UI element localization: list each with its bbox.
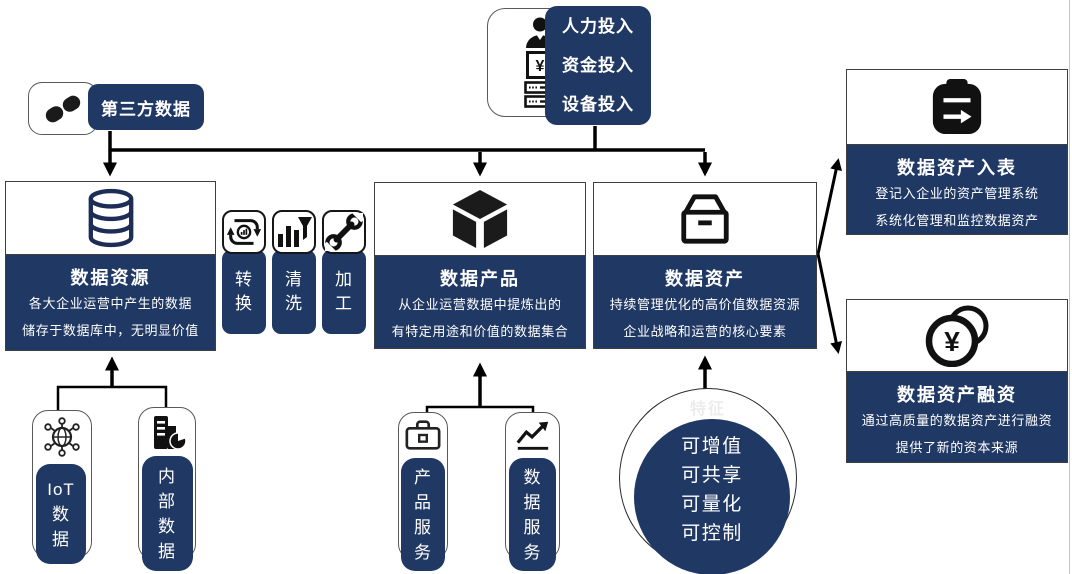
box-line: 有特定用途和价值的数据集合: [391, 324, 569, 339]
process-card-clean: 清 洗: [272, 210, 316, 334]
pill-label-line: 务: [414, 542, 432, 562]
feature-item: 可量化: [681, 494, 743, 515]
pill-label-line: 据: [52, 529, 70, 549]
clipboard-arrow-icon: [932, 79, 982, 135]
yen-symbol: ¥: [536, 58, 545, 75]
yen-symbol: ¥: [944, 326, 960, 357]
yen-coins-icon: ¥: [925, 305, 989, 367]
process-label-char: 洗: [285, 294, 303, 313]
cube-icon: [452, 189, 508, 249]
building-pie-icon: [154, 416, 187, 450]
link-icon: [45, 95, 81, 122]
pill-label-line: 品: [414, 492, 432, 512]
process-label-char: 加: [335, 270, 353, 289]
box-title: 数据资产融资: [897, 385, 1017, 405]
process-card-process: 加 工: [322, 210, 366, 334]
box-asset-ledger: 数据资产入表 登记入企业的资产管理系统 系统化管理和监控数据资产: [846, 69, 1068, 235]
pill-product-services: 产 品 服 务: [398, 412, 448, 571]
slide-right-edge: [1069, 0, 1070, 574]
box-asset-financing: ¥ 数据资产融资 通过高质量的数据资产进行融资 提供了新的资本来源: [846, 299, 1068, 463]
chart-up-icon: [516, 421, 548, 450]
box-title: 数据资产入表: [897, 158, 1017, 178]
box-line: 各大企业运营中产生的数据: [28, 296, 193, 311]
wire-to-ledger: [816, 158, 842, 255]
pill-iot-data: IoT 数 据: [32, 410, 92, 564]
process-card-convert: 转 换: [222, 210, 266, 334]
box-title: 数据产品: [440, 269, 520, 289]
database-icon: [88, 188, 133, 248]
box-line: 储存于数据库中，无明显价值: [22, 323, 199, 338]
pill-label-line: 据: [158, 541, 176, 561]
box-title: 数据资产: [665, 269, 745, 289]
third-party-icon-panel: [28, 82, 98, 135]
pill-label-line: 务: [523, 542, 542, 562]
filter-bars-icon: [278, 217, 312, 247]
box-data-assets: 数据资产 持续管理优化的高价值数据资源 企业战略和运营的核心要素: [593, 182, 817, 349]
feature-item: 可控制: [681, 523, 743, 544]
box-line: 通过高质量的数据资产进行融资: [861, 413, 1053, 428]
box-line: 登记入企业的资产管理系统: [875, 186, 1039, 201]
pill-label-line: 服: [523, 517, 542, 537]
pill-data-services: 数 据 服 务: [505, 412, 560, 571]
third-party-label: 第三方数据: [101, 99, 191, 119]
iot-network-icon: [44, 417, 80, 457]
input-item-human: 人力投入: [562, 17, 634, 36]
box-line: 提供了新的资本来源: [895, 440, 1019, 455]
input-item-equipment: 设备投入: [562, 95, 634, 114]
features-title: 特征: [689, 401, 726, 418]
pill-label-line: 内: [158, 466, 176, 486]
briefcase-icon: [405, 420, 441, 450]
input-item-capital: 资金投入: [562, 56, 634, 75]
wire-to-financing: [816, 253, 843, 354]
pill-label-line: 数: [523, 467, 542, 487]
box-line: 持续管理优化的高价值数据资源: [609, 297, 801, 312]
sync-icon: [226, 219, 262, 245]
third-party-tag: 第三方数据: [88, 84, 204, 130]
box-title: 数据资源: [70, 268, 151, 288]
feature-item: 可共享: [681, 465, 743, 486]
wrench-icon: [325, 213, 363, 251]
box-data-resources: 数据资源 各大企业运营中产生的数据 储存于数据库中，无明显价值: [5, 181, 216, 351]
pill-label-line: 服: [414, 517, 432, 537]
process-label-char: 工: [335, 294, 353, 313]
features-inner-circle: 可增值 可共享 可量化 可控制: [634, 419, 790, 574]
pill-label-line: IoT: [47, 479, 75, 499]
pill-label-line: 产: [414, 467, 432, 487]
archive-box-icon: [681, 194, 729, 244]
inputs-tag: 人力投入 资金投入 设备投入: [545, 6, 651, 125]
pill-label-line: 数: [158, 516, 176, 536]
box-line: 系统化管理和监控数据资产: [875, 213, 1039, 228]
pill-internal-data: 内 部 数 据: [138, 407, 196, 571]
process-label-char: 转: [235, 270, 253, 289]
pill-label-line: 数: [52, 504, 70, 524]
feature-item: 可增值: [681, 436, 743, 457]
box-data-products: 数据产品 从企业运营数据中提炼出的 有特定用途和价值的数据集合: [374, 182, 586, 349]
pill-label-line: 据: [523, 492, 542, 512]
pill-label-line: 部: [158, 491, 176, 511]
process-label-char: 清: [285, 270, 303, 289]
box-line: 从企业运营数据中提炼出的: [398, 297, 562, 312]
box-line: 企业战略和运营的核心要素: [623, 324, 787, 339]
process-label-char: 换: [235, 294, 253, 313]
